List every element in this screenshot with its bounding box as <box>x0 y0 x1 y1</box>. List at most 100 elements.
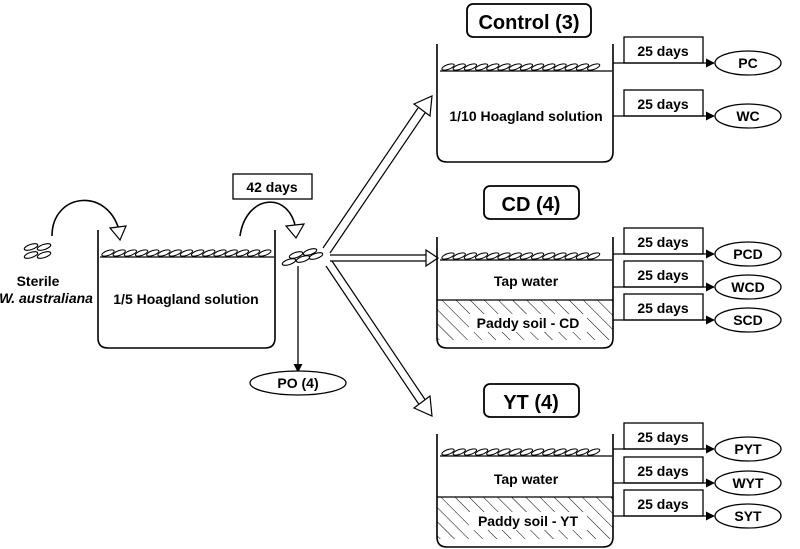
plant-frond <box>508 252 522 260</box>
plant-frond <box>123 249 138 257</box>
plant-frond <box>101 249 115 257</box>
plant-frond <box>530 63 545 71</box>
control-output-pc: 25 days PC <box>613 36 782 76</box>
plant-frond <box>586 63 601 71</box>
floating-plants-row <box>100 249 274 258</box>
cd-water-label: Tap water <box>494 273 559 289</box>
plant-frond <box>486 252 500 260</box>
plant-frond <box>202 249 216 257</box>
arrow-to-cd <box>330 248 440 268</box>
sample-po <box>249 370 347 396</box>
source-label-line1: Sterile <box>17 273 60 289</box>
plant-frond <box>258 249 272 257</box>
cd-output-pcd: 25 days PCD <box>613 227 782 267</box>
plant-frond <box>519 63 534 71</box>
arrow-to-yt <box>325 260 433 417</box>
plant-frond <box>575 63 590 71</box>
cd-output-scd-label: SCD <box>733 312 763 328</box>
plant-frond <box>586 448 601 456</box>
plant-frond <box>542 63 556 71</box>
plant-frond <box>452 252 466 260</box>
yt-output-pyt-duration: 25 days <box>637 429 689 445</box>
plant-frond <box>508 448 522 456</box>
control-output-wc-duration: 25 days <box>637 96 689 112</box>
plant-frond <box>179 249 194 257</box>
sample-po-label: PO (4) <box>277 375 318 391</box>
preculture-solution-label: 1/5 Hoagland solution <box>113 291 258 307</box>
plant-frond <box>441 63 455 71</box>
plant-frond <box>564 63 578 71</box>
control-title-box <box>466 3 592 38</box>
plant-frond <box>497 63 511 71</box>
control-medium-label: 1/10 Hoagland solution <box>449 108 602 124</box>
control-output-wc-label: WC <box>736 108 759 124</box>
yt-title-box <box>483 383 580 418</box>
plant-frond <box>235 249 250 257</box>
plant-frond <box>157 249 171 257</box>
arrow-to-control <box>322 95 433 254</box>
cd-output-wcd: 25 days WCD <box>613 260 782 300</box>
yt-output-syt-label: SYT <box>734 508 762 524</box>
cd-title-box <box>483 185 580 220</box>
plant-frond <box>474 63 489 71</box>
duration-label-42-days: 42 days <box>246 179 298 195</box>
yt-output-pyt: 25 days PYT <box>613 422 782 462</box>
transfer-arrow-in <box>51 199 121 237</box>
plant-frond <box>452 63 466 71</box>
cd-output-scd-duration: 25 days <box>637 300 689 316</box>
control-title: Control (3) <box>478 12 579 34</box>
yt-output-wyt-label: WYT <box>732 475 764 491</box>
plant-frond <box>519 252 534 260</box>
plant-frond <box>441 448 455 456</box>
plant-frond <box>530 448 545 456</box>
plant-frond <box>553 448 567 456</box>
cd-title: CD (4) <box>502 194 561 216</box>
sterile-plants-icon <box>22 241 53 261</box>
plant-frond <box>542 448 556 456</box>
control-output-pc-duration: 25 days <box>637 43 689 59</box>
plant-frond <box>463 448 478 456</box>
yt-container <box>436 434 614 548</box>
yt-output-wyt-duration: 25 days <box>637 463 689 479</box>
yt-title: YT (4) <box>503 392 559 414</box>
yt-water-label: Tap water <box>494 471 559 487</box>
cd-output-pcd-label: PCD <box>733 246 763 262</box>
preculture-container <box>97 230 276 349</box>
plant-frond <box>474 252 489 260</box>
plant-frond <box>486 63 500 71</box>
plant-frond <box>168 249 182 257</box>
plant-frond <box>575 448 590 456</box>
floating-plants-row <box>440 63 612 72</box>
duration-box-42-days <box>232 173 313 200</box>
plant-frond <box>213 249 227 257</box>
plant-frond <box>224 249 238 257</box>
plant-frond <box>497 252 511 260</box>
plant-frond <box>246 249 261 257</box>
floating-plants-row <box>440 252 612 261</box>
yt-output-pyt-label: PYT <box>734 441 762 457</box>
cd-output-wcd-label: WCD <box>731 279 764 295</box>
plant-frond <box>441 252 455 260</box>
plant-frond <box>497 448 511 456</box>
plant-frond <box>586 252 601 260</box>
plant-frond <box>463 63 478 71</box>
plant-frond <box>553 63 567 71</box>
plant-frond <box>452 448 466 456</box>
plant-frond <box>146 249 160 257</box>
plant-frond <box>190 249 205 257</box>
yt-soil-label: Paddy soil - YT <box>478 513 579 529</box>
plant-frond <box>508 63 522 71</box>
yt-output-syt-duration: 25 days <box>637 496 689 512</box>
plant-frond <box>564 448 578 456</box>
plant-frond <box>575 252 590 260</box>
plant-frond <box>519 448 534 456</box>
floating-plants-row <box>440 448 612 457</box>
plant-frond <box>474 448 489 456</box>
plant-frond <box>564 252 578 260</box>
plant-frond <box>553 252 567 260</box>
plant-frond <box>112 249 126 257</box>
plant-frond <box>542 252 556 260</box>
harvested-plants-icon <box>280 246 325 268</box>
source-label-line2: W. australiana <box>0 290 93 306</box>
